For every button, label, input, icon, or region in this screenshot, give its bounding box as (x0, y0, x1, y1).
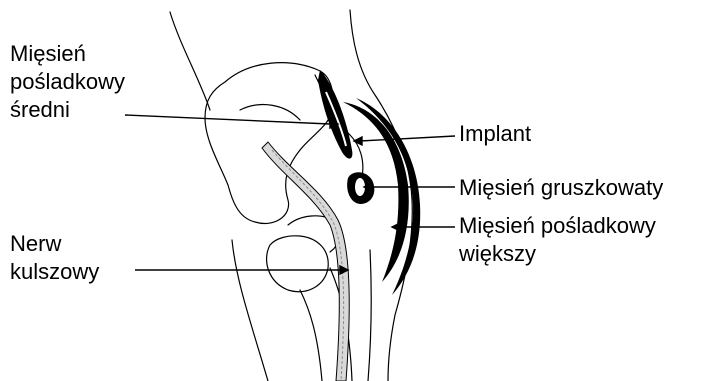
label-piriformis: Mięsień gruszkowaty (459, 174, 663, 202)
label-gluteus-maximus-line-2: większy (459, 240, 656, 268)
thigh-contour (368, 250, 371, 381)
body-outline-front (170, 12, 268, 381)
arrowhead-implant (354, 137, 362, 145)
label-sciatic-nerve: Nerw kulszowy (10, 230, 99, 286)
label-implant-line-1: Implant (459, 120, 531, 148)
arrowhead-gluteus-maximus (392, 223, 400, 231)
label-gluteus-medius-line-3: średni (10, 96, 125, 124)
sciatic-nerve-shape (262, 142, 349, 381)
label-gluteus-medius-line-2: pośladkowy (10, 68, 125, 96)
label-gluteus-medius-line-1: Mięsień (10, 40, 125, 68)
femoral-head (267, 236, 329, 292)
pelvis-inner-line (240, 105, 300, 120)
label-gluteus-maximus: Mięsień pośladkowy większy (459, 212, 656, 268)
label-sciatic-line-1: Nerw (10, 230, 99, 258)
label-implant: Implant (459, 120, 531, 148)
label-piriformis-line-1: Mięsień gruszkowaty (459, 174, 663, 202)
leader-implant (360, 136, 455, 141)
label-sciatic-line-2: kulszowy (10, 258, 99, 286)
label-gluteus-medius: Mięsień pośladkowy średni (10, 40, 125, 124)
label-gluteus-maximus-line-1: Mięsień pośladkowy (459, 212, 656, 240)
